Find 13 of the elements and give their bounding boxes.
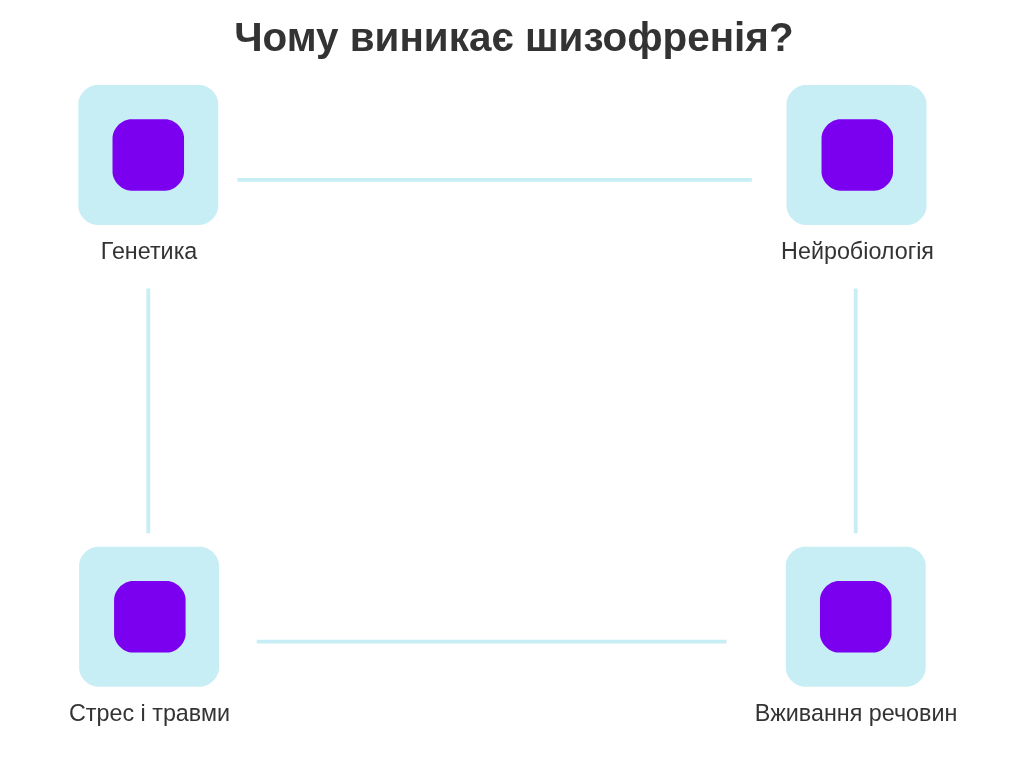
connector [256, 639, 726, 644]
node-box [786, 85, 926, 225]
node-box [78, 546, 219, 687]
connector [236, 177, 752, 182]
connector [853, 288, 858, 534]
node-label: Вживання речовин [754, 699, 957, 726]
node-box [77, 85, 218, 225]
node-box [785, 546, 926, 687]
node-label: Нейробіологія [780, 238, 934, 265]
node-label: Генетика [100, 238, 197, 265]
connector [145, 288, 150, 534]
node-label: Стрес і травми [68, 699, 230, 726]
diagram-title: Чому виникає шизофренія? [233, 14, 794, 61]
